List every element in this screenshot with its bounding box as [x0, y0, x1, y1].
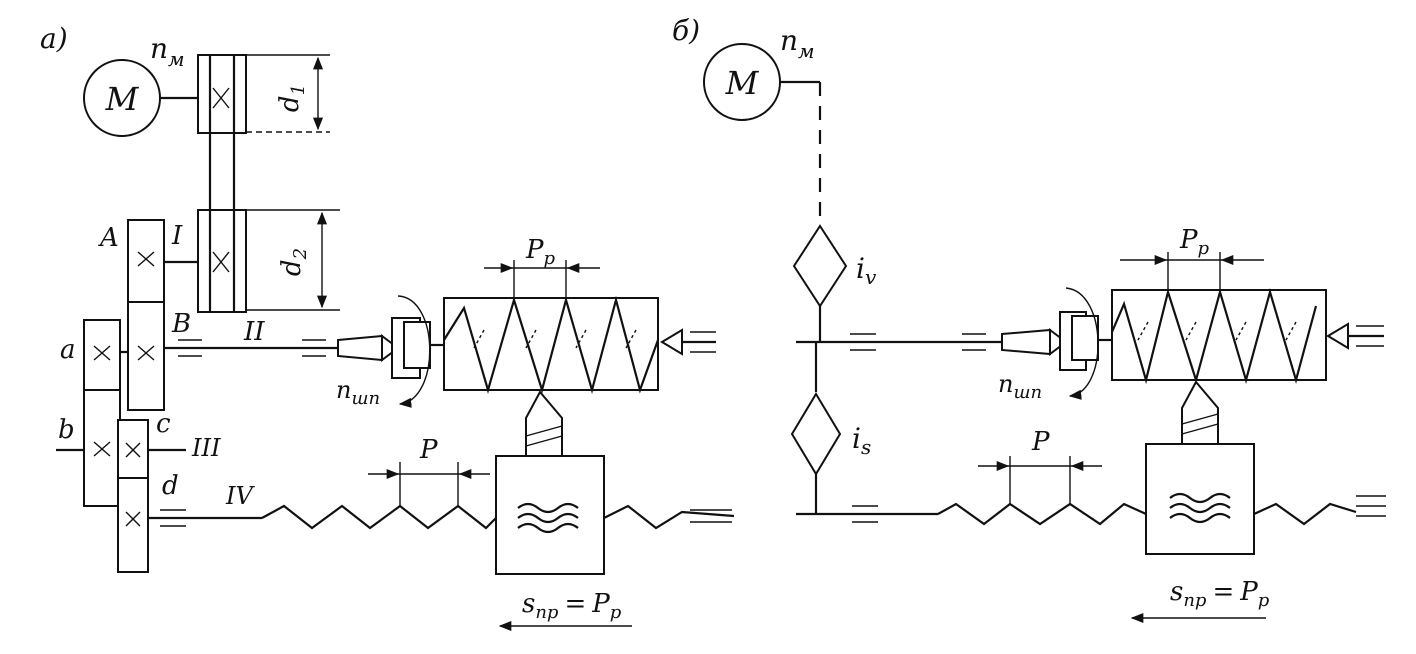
speed-ratio-box: iv — [792, 224, 877, 342]
lead-screw-thread — [261, 504, 735, 530]
shaft-III-label: III — [191, 434, 221, 462]
panel-a-motor: M nм — [83, 32, 200, 137]
spindle-rotation-arrow — [1065, 287, 1099, 400]
panel-b-motor: M nм — [703, 24, 822, 222]
half-nut — [517, 502, 579, 534]
motor-speed-label: nм — [780, 24, 815, 63]
tool-carriage — [495, 390, 605, 575]
panel-a: а) M nм d1 — [40, 22, 735, 632]
gear-c-label: c — [156, 409, 171, 439]
panel-b-lead-screw: P — [796, 427, 1386, 526]
motor-label: M — [725, 64, 760, 102]
workpiece-body — [1111, 289, 1327, 381]
panel-b-workpiece: Pp — [1110, 225, 1384, 385]
shaft-IV-label: IV — [225, 482, 255, 510]
gear-d — [117, 477, 149, 573]
spindle-speed-label: nшп — [336, 376, 380, 409]
tailstock-center — [660, 328, 683, 356]
motor-speed-label: nм — [150, 32, 185, 71]
workpiece-body — [443, 297, 659, 391]
gear-a — [83, 319, 121, 391]
workpiece-thread — [1110, 287, 1318, 385]
panel-b-tool-carriage — [1145, 380, 1255, 555]
carriage — [1145, 443, 1255, 555]
workpiece-pitch-label: Pp — [1179, 225, 1210, 259]
workpiece-pitch-label: Pp — [525, 235, 556, 269]
gear-b — [83, 389, 121, 507]
pulley-large-cross — [212, 251, 230, 273]
gear-A — [127, 219, 165, 303]
spindle-rotation-arrow — [397, 295, 431, 408]
spindle-shaft: II nшп — [164, 295, 444, 409]
lead-screw-thread — [937, 502, 1357, 526]
half-nut — [1169, 492, 1231, 524]
lead-screw: IV P — [148, 435, 735, 530]
live-center — [1001, 328, 1051, 356]
ratio-s-diamond — [790, 392, 842, 476]
pulley-small-dim: d1 — [275, 84, 309, 112]
gear-train: A I B a b c III d — [56, 219, 221, 573]
gear-B-label: B — [171, 309, 191, 339]
belt-drive: d1 d2 — [197, 54, 340, 313]
ratio-s-label: is — [852, 422, 871, 459]
shaft-I-label: I — [171, 221, 183, 251]
panel-b-spindle: nшп — [796, 287, 1112, 403]
panel-a-tag: а) — [40, 22, 68, 55]
workpiece: Pp — [443, 235, 716, 395]
live-center — [337, 334, 383, 362]
feed-equation-label: sпр=Pp — [522, 589, 622, 623]
feed-ratio-box: is — [790, 342, 871, 514]
pulley-large-dim: d2 — [277, 248, 311, 276]
gear-A-label: A — [98, 223, 119, 253]
gear-B — [127, 301, 165, 411]
pulley-small — [197, 54, 247, 134]
gear-a-label: a — [60, 335, 76, 365]
gear-d-label: d — [162, 471, 179, 501]
screw-pitch-label: P — [419, 435, 438, 465]
workpiece-thread — [443, 295, 660, 395]
panel-b-feed-equation: sпр=Pp — [1130, 577, 1270, 624]
motor-label: M — [105, 80, 140, 118]
tailstock-center — [1326, 322, 1349, 350]
cutting-tool — [525, 390, 563, 457]
panel-b: б) M nм iv nшп — [672, 14, 1386, 624]
gear-b-label: b — [58, 415, 75, 445]
feed-equation-label: sпр=Pp — [1170, 577, 1270, 611]
cutting-tool — [1181, 380, 1219, 445]
pulley-small-cross — [212, 87, 230, 109]
feed-equation: sпр=Pp — [498, 589, 632, 632]
shaft-II-label: II — [243, 317, 265, 347]
spindle-speed-label: nшп — [998, 370, 1042, 403]
gear-c — [117, 419, 149, 479]
ratio-v-diamond — [792, 224, 848, 308]
screw-pitch-label: P — [1031, 427, 1050, 457]
ratio-v-label: iv — [856, 252, 877, 289]
carriage — [495, 455, 605, 575]
panel-b-tag: б) — [672, 14, 700, 47]
